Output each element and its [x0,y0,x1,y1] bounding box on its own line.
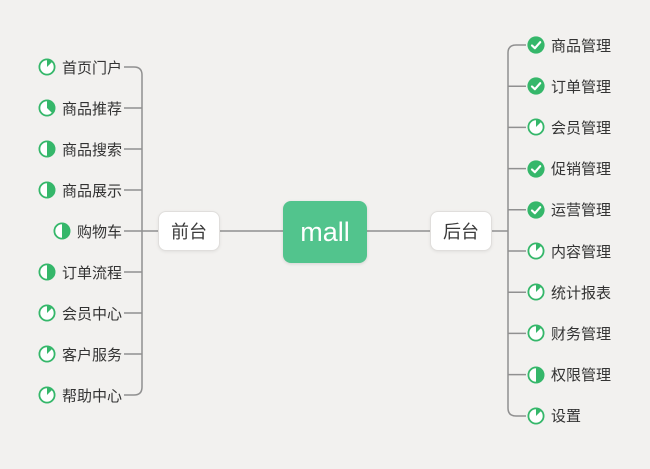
topic-item-label: 会员中心 [61,305,122,323]
progress-pie-icon [38,181,56,199]
topic-item[interactable]: 内容管理 [527,241,611,261]
topic-item-label: 购物车 [76,223,122,241]
topic-item[interactable]: 商品推荐 [38,98,122,118]
progress-pie-icon [527,283,545,301]
topic-item[interactable]: 购物车 [53,221,122,241]
progress-pie-icon [527,242,545,260]
topic-item-label: 统计报表 [551,284,612,302]
progress-pie-icon [527,118,545,136]
check-circle-icon [527,159,545,178]
topic-item-label: 财务管理 [551,325,612,343]
topic-item[interactable]: 客户服务 [38,344,122,364]
topic-item[interactable]: 促销管理 [527,159,611,179]
branch-topic-front[interactable]: 前台 [158,211,220,251]
topic-item-label: 运营管理 [551,202,612,220]
branch-topic-back[interactable]: 后台 [430,211,492,251]
topic-item[interactable]: 权限管理 [527,365,611,385]
topic-item[interactable]: 订单管理 [527,76,611,96]
progress-pie-icon [38,263,56,281]
progress-pie-icon [38,386,56,404]
progress-pie-icon [527,324,545,342]
topic-item[interactable]: 商品搜索 [38,139,122,159]
topic-item-label: 订单管理 [551,78,612,96]
progress-pie-icon [53,222,71,240]
topic-item[interactable]: 会员中心 [38,303,122,323]
topic-item[interactable]: 订单流程 [38,262,122,282]
progress-pie-icon [38,58,56,76]
check-circle-icon [527,36,545,54]
topic-item-label: 商品管理 [551,37,612,55]
topic-item-label: 促销管理 [551,161,612,179]
topic-item[interactable]: 运营管理 [527,200,611,220]
topic-item[interactable]: 商品管理 [527,35,611,55]
root-topic-mall[interactable]: mall [283,201,367,263]
topic-item-label: 帮助中心 [61,387,122,405]
branch-topic-front-label: 前台 [171,222,207,242]
topic-item-label: 权限管理 [551,367,612,385]
check-circle-icon [527,77,545,95]
topic-item[interactable]: 财务管理 [527,323,611,343]
topic-item-label: 客户服务 [61,346,122,364]
progress-pie-icon [38,345,56,363]
topic-item-label: 商品搜索 [61,141,122,159]
topic-item[interactable]: 商品展示 [38,180,122,200]
topic-item-label: 会员管理 [551,119,612,137]
progress-pie-icon [38,304,56,322]
root-topic-label: mall [300,216,350,247]
topic-item[interactable]: 会员管理 [527,117,611,137]
topic-item-label: 首页门户 [61,59,122,77]
topic-item[interactable]: 帮助中心 [38,385,122,405]
topic-item-label: 设置 [551,408,582,426]
progress-pie-icon [38,140,56,158]
topic-item-label: 商品展示 [61,182,122,200]
branch-topic-back-label: 后台 [443,222,479,242]
topic-item-label: 订单流程 [61,264,122,282]
topic-item[interactable]: 首页门户 [38,57,122,77]
topic-item-label: 内容管理 [551,243,612,261]
topic-item[interactable]: 设置 [527,406,581,426]
progress-pie-icon [38,99,56,117]
check-circle-icon [527,201,545,219]
topic-item[interactable]: 统计报表 [527,282,611,302]
topic-item-label: 商品推荐 [61,100,122,118]
progress-pie-icon [527,366,545,384]
progress-pie-icon [527,407,545,425]
